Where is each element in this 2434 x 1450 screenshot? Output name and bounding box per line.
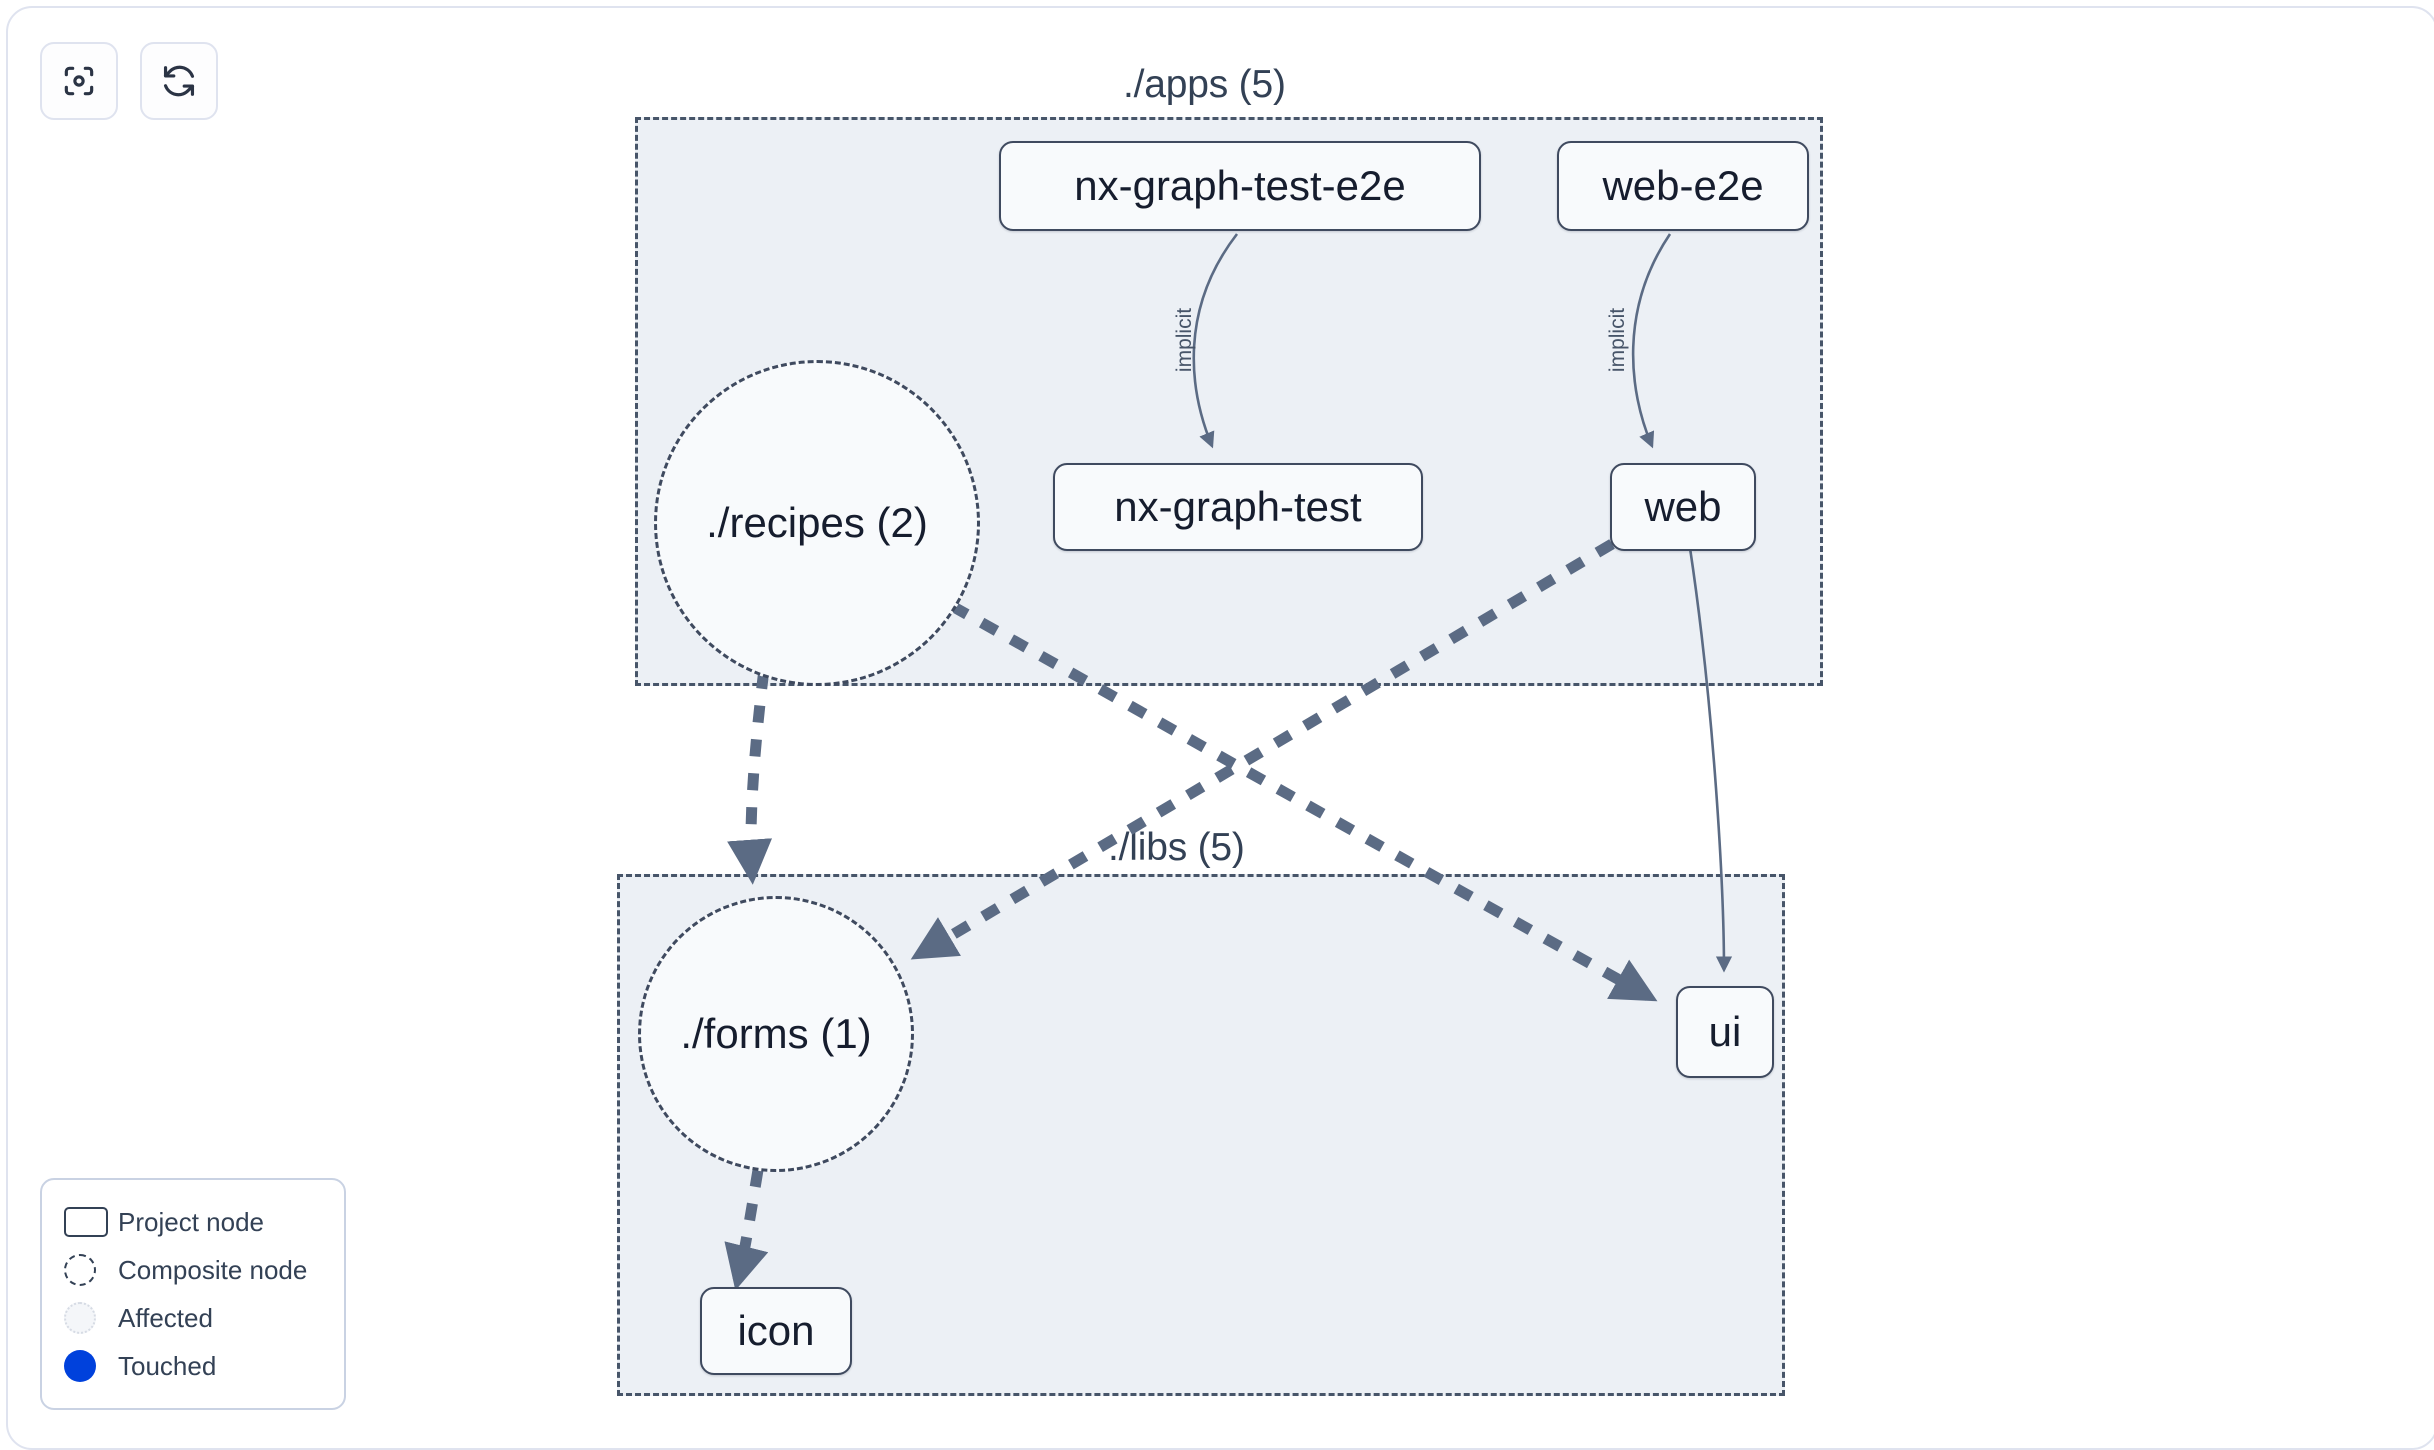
node-label: ui [1708, 1008, 1742, 1055]
composite-node-swatch [64, 1254, 118, 1286]
edge-label-implicit-2: implicit [1606, 307, 1630, 373]
node-label: nx-graph-test [1114, 483, 1362, 530]
legend-label: Project node [118, 1206, 264, 1237]
node-label: nx-graph-test-e2e [1074, 162, 1406, 209]
node-web-e2e[interactable]: web-e2e [1557, 141, 1809, 231]
legend-label: Touched [118, 1350, 217, 1381]
node-web[interactable]: web [1610, 463, 1756, 551]
legend-item-affected: Affected [64, 1294, 324, 1342]
touched-swatch [64, 1350, 118, 1382]
legend-label: Affected [118, 1302, 213, 1333]
group-label-libs: ./libs (5) [1108, 826, 1245, 869]
legend-label: Composite node [118, 1254, 308, 1285]
node-recipes[interactable]: ./recipes (2) [654, 360, 980, 686]
refresh-sync-icon [160, 62, 198, 100]
focus-graph-button[interactable] [40, 42, 118, 120]
legend-item-touched: Touched [64, 1342, 324, 1390]
graph-canvas[interactable]: ./apps (5) ./libs (5) [8, 8, 2434, 1448]
node-label: ./forms (1) [680, 1010, 872, 1057]
node-forms[interactable]: ./forms (1) [638, 896, 914, 1172]
node-label: ./recipes (2) [706, 499, 928, 546]
node-icon[interactable]: icon [700, 1287, 852, 1375]
node-label: web [1644, 483, 1722, 530]
legend-item-project-node: Project node [64, 1198, 324, 1246]
project-node-swatch [64, 1207, 118, 1237]
refresh-graph-button[interactable] [140, 42, 218, 120]
node-nx-graph-test[interactable]: nx-graph-test [1053, 463, 1423, 551]
legend-item-composite-node: Composite node [64, 1246, 324, 1294]
graph-legend: Project node Composite node Affected Tou… [40, 1178, 346, 1410]
focus-target-icon [60, 62, 98, 100]
node-ui[interactable]: ui [1676, 986, 1774, 1078]
graph-panel: ./apps (5) ./libs (5) [6, 6, 2434, 1450]
node-nx-graph-test-e2e[interactable]: nx-graph-test-e2e [999, 141, 1481, 231]
edge-label-implicit-1: implicit [1173, 307, 1197, 373]
node-label: web-e2e [1602, 162, 1764, 209]
group-label-apps: ./apps (5) [1123, 63, 1286, 106]
affected-swatch [64, 1302, 118, 1334]
graph-toolbar [40, 42, 218, 120]
node-label: icon [737, 1307, 815, 1354]
